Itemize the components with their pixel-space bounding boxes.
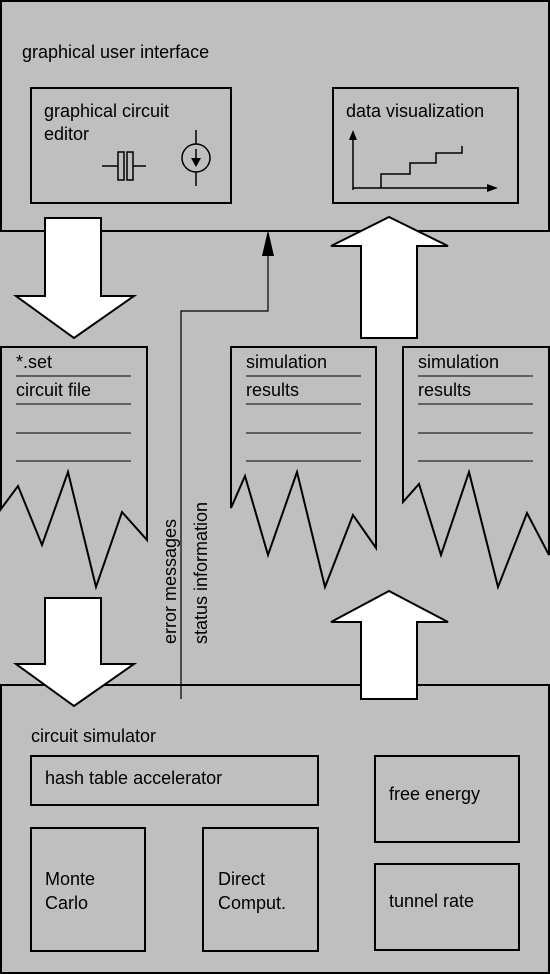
- circuit-file-document: *.set circuit file: [0, 346, 148, 591]
- free-energy-box: [374, 755, 520, 843]
- gui-block: graphical user interface graphical circu…: [0, 0, 550, 232]
- circuit-file-line1: *.set: [16, 352, 52, 372]
- circuit-simulator-title: circuit simulator: [31, 726, 156, 746]
- hash-table-label: hash table accelerator: [45, 768, 222, 788]
- tunnel-rate-label: tunnel rate: [389, 891, 474, 911]
- tunnel-junction-icon: [102, 151, 146, 181]
- simulation-results-document-1: simulation results: [230, 346, 377, 591]
- arrow-results-to-visualization: [330, 215, 449, 339]
- feedback-arrowhead: [262, 230, 274, 256]
- simulation-results-1-line2: results: [246, 380, 299, 400]
- feedback-line: [180, 230, 274, 699]
- direct-computation-line1: Direct: [218, 869, 265, 889]
- free-energy-label: free energy: [389, 784, 480, 804]
- circuit-editor-title-line1: graphical circuit: [44, 101, 169, 121]
- circuit-file-paper: [0, 346, 148, 591]
- monte-carlo-box: [30, 827, 146, 952]
- direct-computation-line2: Comput.: [218, 893, 286, 913]
- tunnel-rate-box: [374, 863, 520, 951]
- data-visualization-block: data visualization: [332, 87, 519, 204]
- feedback-connector: [180, 253, 269, 699]
- circuit-editor-block: graphical circuit editor: [30, 87, 232, 204]
- simulation-results-1-line1: simulation: [246, 352, 327, 372]
- circuit-file-line2: circuit file: [16, 380, 91, 400]
- arrow-simulator-to-results: [330, 589, 449, 700]
- simulation-results-document-2: simulation results: [402, 346, 550, 591]
- direct-computation-box: [202, 827, 319, 952]
- error-messages-label: error messages: [160, 519, 180, 644]
- hash-table-box: [30, 755, 319, 806]
- monte-carlo-line1: Monte: [45, 869, 95, 889]
- step-plot-icon: [349, 130, 498, 192]
- current-source-icon: [181, 130, 211, 186]
- circuit-simulator-block: circuit simulator hash table accelerator…: [0, 684, 550, 974]
- circuit-editor-title-line2: editor: [44, 124, 89, 144]
- arrow-gui-to-circuit-file: [12, 217, 138, 340]
- gui-title: graphical user interface: [22, 42, 209, 62]
- status-information-label: status information: [191, 502, 211, 644]
- simulation-results-paper-1: [230, 346, 377, 591]
- data-visualization-title: data visualization: [346, 101, 484, 121]
- monte-carlo-line2: Carlo: [45, 893, 88, 913]
- data-visualization-box: [332, 87, 519, 204]
- simulation-results-2-line2: results: [418, 380, 471, 400]
- simulation-results-2-line1: simulation: [418, 352, 499, 372]
- arrow-circuit-file-to-simulator: [12, 597, 138, 708]
- simulation-results-paper-2: [402, 346, 550, 591]
